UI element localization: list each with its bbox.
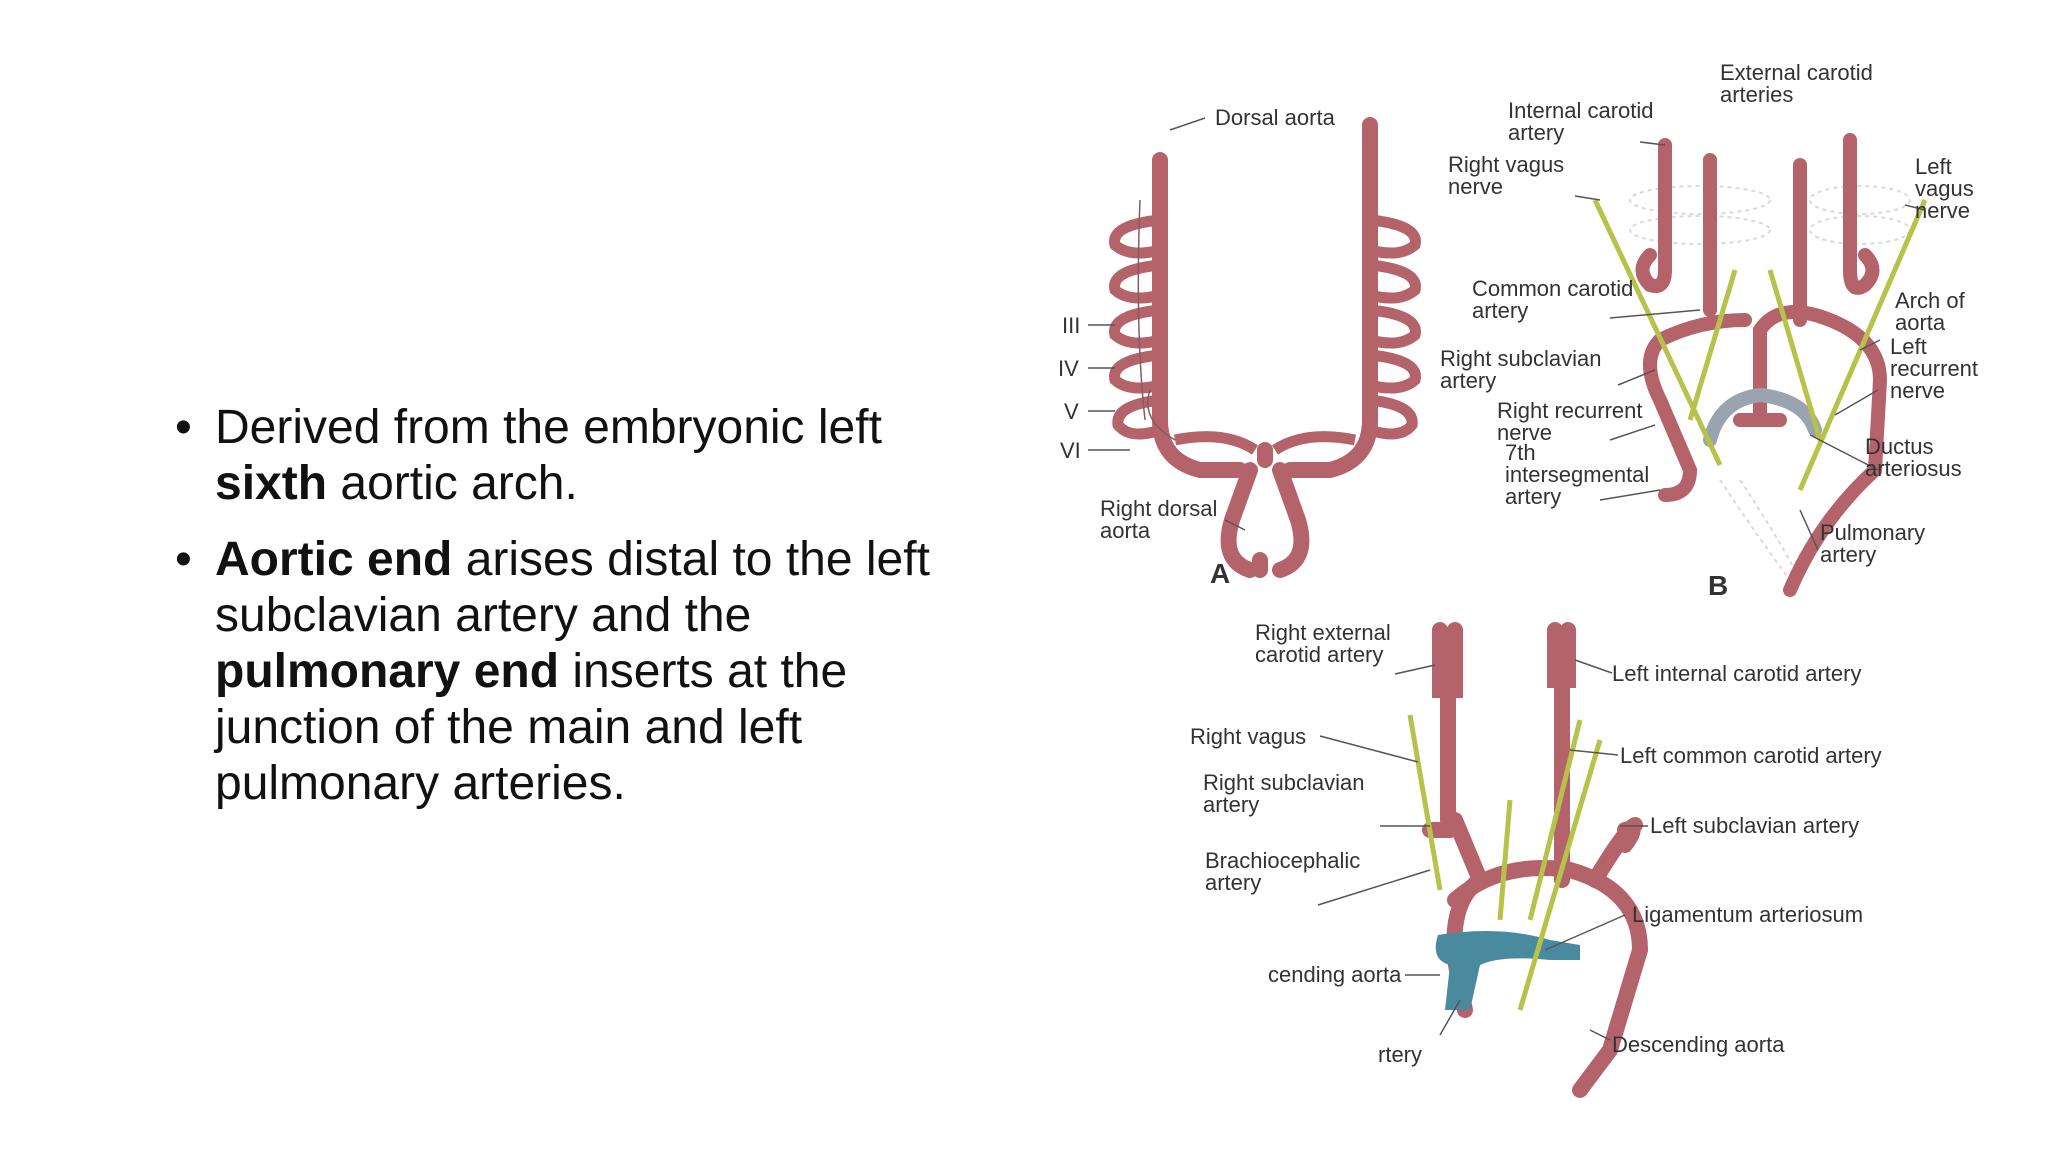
- label-left-vagus-nerve: Leftvagusnerve: [1915, 154, 1974, 223]
- label-right-vagus: Right vagus: [1190, 724, 1306, 749]
- label-external-carotid-arteries: External carotidarteries: [1720, 60, 1873, 107]
- bullet-1-text-b: aortic arch.: [327, 457, 578, 510]
- label-arch-vi: VI: [1060, 438, 1081, 463]
- label-left-subclavian-artery: Left subclavian artery: [1650, 813, 1859, 838]
- bullet-dot: •: [175, 400, 192, 456]
- bullet-dot: •: [175, 532, 192, 588]
- bullet-2-bold-aortic-end: Aortic end: [215, 533, 452, 586]
- label-internal-carotid-artery: Internal carotidartery: [1508, 98, 1654, 145]
- panel-b-letter: B: [1708, 570, 1728, 601]
- label-pulmonary-artery-c: rtery: [1378, 1042, 1422, 1067]
- label-arch-v: V: [1064, 399, 1079, 424]
- panel-a: Dorsal aorta III IV V VI Right dorsalaor…: [1058, 105, 1415, 589]
- label-left-recurrent-nerve: Leftrecurrentnerve: [1890, 334, 1978, 403]
- label-brachiocephalic-artery: Brachiocephalicartery: [1205, 848, 1360, 895]
- label-arch-iii: III: [1062, 313, 1080, 338]
- label-left-internal-carotid-artery: Left internal carotid artery: [1612, 661, 1861, 686]
- label-right-vagus-nerve: Right vagusnerve: [1448, 152, 1564, 199]
- label-ligamentum-arteriosum: Ligamentum arteriosum: [1632, 902, 1863, 927]
- panel-c-pulmonary-trunk: [1436, 931, 1580, 1010]
- label-ascending-aorta: cending aorta: [1268, 962, 1402, 987]
- bullet-1-bold-sixth: sixth: [215, 457, 327, 510]
- label-right-dorsal-aorta: Right dorsalaorta: [1100, 496, 1217, 543]
- panel-c: Right externalcarotid artery Left intern…: [1190, 620, 1882, 1090]
- label-arch-of-aorta: Arch ofaorta: [1895, 288, 1966, 335]
- bullet-list: • Derived from the embryonic left sixth …: [175, 400, 955, 832]
- label-arch-iv: IV: [1058, 356, 1079, 381]
- bullet-item-1: • Derived from the embryonic left sixth …: [175, 400, 955, 512]
- bullet-item-2: • Aortic end arises distal to the left s…: [175, 532, 955, 812]
- aortic-arch-diagram: Dorsal aorta III IV V VI Right dorsalaor…: [1040, 60, 2040, 1120]
- label-common-carotid-artery: Common carotidartery: [1472, 276, 1633, 323]
- panel-b: External carotidarteries Internal caroti…: [1440, 60, 1978, 601]
- label-ductus-arteriosus: Ductusarteriosus: [1865, 434, 1962, 481]
- label-descending-aorta: Descending aorta: [1612, 1032, 1785, 1057]
- label-dorsal-aorta: Dorsal aorta: [1215, 105, 1336, 130]
- label-right-subclavian-artery: Right subclavianartery: [1440, 346, 1601, 393]
- panel-a-letter: A: [1210, 558, 1230, 589]
- label-right-subclavian-artery-c: Right subclavianartery: [1203, 770, 1364, 817]
- bullet-1-text-a: Derived from the embryonic left: [215, 401, 882, 454]
- label-right-external-carotid-artery: Right externalcarotid artery: [1255, 620, 1391, 667]
- label-left-common-carotid-artery: Left common carotid artery: [1620, 743, 1882, 768]
- bullet-2-bold-pulmonary-end: pulmonary end: [215, 645, 559, 698]
- label-pulmonary-artery: Pulmonaryartery: [1820, 520, 1925, 567]
- label-7th-intersegmental-artery: 7thintersegmentalartery: [1505, 440, 1649, 509]
- label-right-recurrent-nerve: Right recurrentnerve: [1497, 398, 1643, 445]
